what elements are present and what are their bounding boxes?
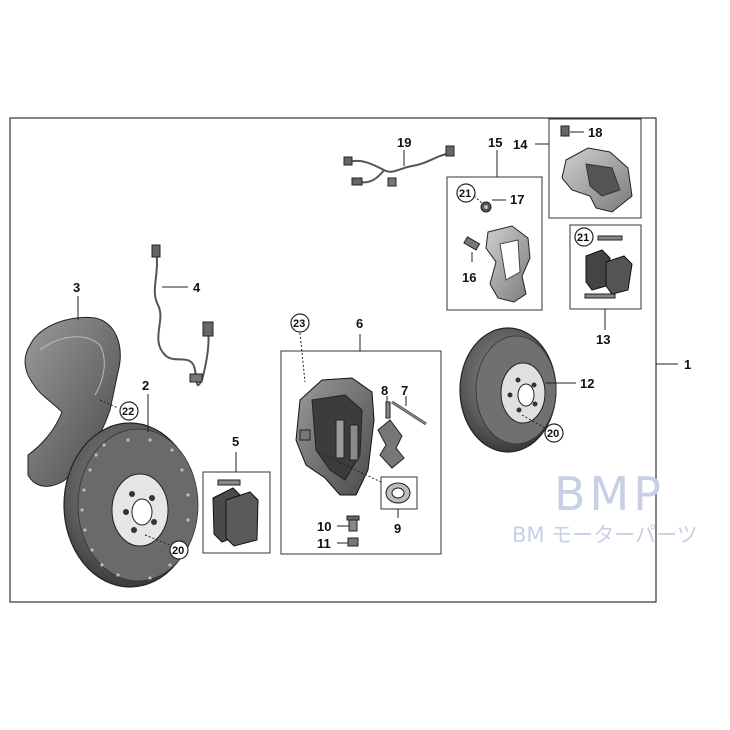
- part-label-18: 18: [588, 125, 602, 140]
- circle-ref-20b: [544, 423, 564, 443]
- outer-frame: [9, 117, 657, 603]
- part-label-13: 13: [596, 332, 610, 347]
- part-label-19: 19: [397, 135, 411, 150]
- rear-caliper-box: [548, 118, 642, 219]
- leader-20b: [521, 414, 546, 429]
- circle-label-23: 23: [293, 318, 305, 330]
- front-brake-disc-part: [63, 422, 199, 588]
- caliper-carrier-part: [485, 225, 531, 303]
- part-label-14: 14: [513, 137, 528, 152]
- part-label-11: 11: [317, 536, 331, 551]
- circle-label-22: 22: [122, 406, 134, 418]
- circle-label-21b: 21: [577, 232, 589, 244]
- leader-23: [299, 332, 306, 383]
- front-caliper-box: [280, 350, 442, 555]
- part-label-10: 10: [317, 519, 331, 534]
- part-label-2: 2: [142, 378, 149, 393]
- dust-cap-part: [347, 537, 359, 547]
- part-label-7: 7: [401, 383, 408, 398]
- circle-ref-23: [290, 313, 310, 333]
- front-caliper-part: [295, 377, 375, 496]
- wear-sensor-part: [151, 244, 214, 387]
- dust-shield-part: [24, 316, 121, 487]
- circle-label-20b: 20: [547, 428, 559, 440]
- rear-caliper-part: [561, 147, 633, 213]
- rear-pads-part: [584, 235, 633, 299]
- carrier-bolt-part: [480, 201, 492, 213]
- bleed-valve-part: [560, 125, 570, 137]
- leader-22: [99, 399, 119, 409]
- leader-21a: [473, 195, 483, 204]
- part-label-1: 1: [684, 357, 691, 372]
- part-label-5: 5: [232, 434, 239, 449]
- bleeder-screw-part: [346, 515, 360, 532]
- watermark-brand: BMP: [554, 467, 665, 521]
- part-label-4: 4: [193, 280, 201, 295]
- rear-brake-disc-part: [459, 327, 557, 453]
- circle-ref-21a: [456, 183, 476, 203]
- leader-20a: [144, 534, 171, 546]
- part-label-12: 12: [580, 376, 594, 391]
- circle-label-21a: 21: [459, 188, 471, 200]
- circle-ref-20a: [169, 540, 189, 560]
- part-label-6: 6: [356, 316, 363, 331]
- carrier-box: [446, 176, 543, 311]
- pad-spring-part: [377, 401, 405, 469]
- seal-part: [385, 482, 411, 504]
- guide-bolt-part: [463, 236, 481, 251]
- guide-pin-part: [391, 400, 427, 426]
- front-pads-part: [212, 479, 259, 547]
- circle-ref-22: [119, 401, 139, 421]
- seal-box: [380, 476, 418, 510]
- circle-label-20a: 20: [172, 545, 184, 557]
- part-label-16: 16: [462, 270, 476, 285]
- part-label-3: 3: [73, 280, 80, 295]
- circle-ref-21b: [574, 227, 594, 247]
- part-label-15: 15: [488, 135, 502, 150]
- watermark-subtitle: BM モーターパーツ: [512, 523, 698, 547]
- part-label-8: 8: [381, 383, 388, 398]
- part-label-9: 9: [394, 521, 401, 536]
- rear-wear-sensor-part: [343, 145, 455, 187]
- part-label-17: 17: [510, 192, 524, 207]
